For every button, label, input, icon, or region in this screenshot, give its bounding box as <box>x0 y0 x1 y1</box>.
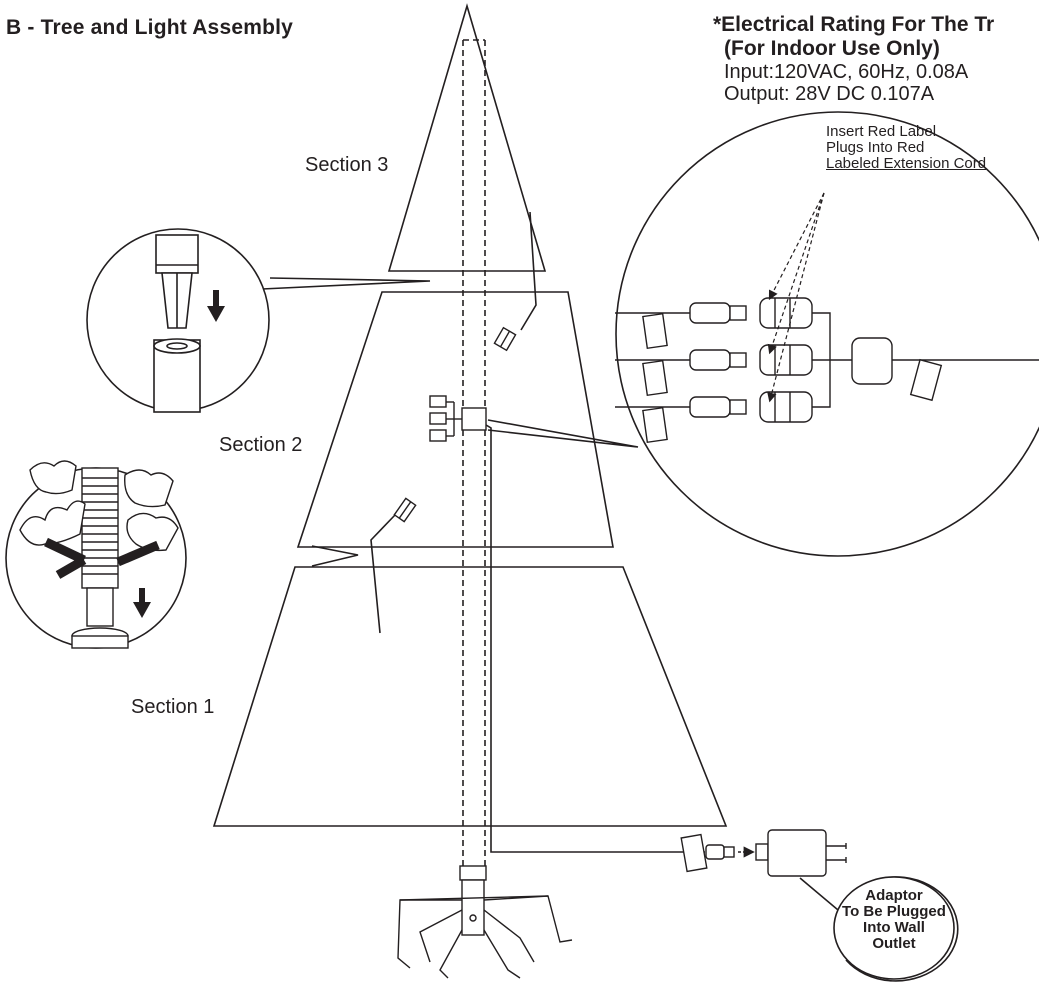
rating-output: Output: 28V DC 0.107A <box>724 83 935 105</box>
rating-heading: *Electrical Rating For The Tr <box>713 13 995 36</box>
diagram-title: B - Tree and Light Assembly <box>6 16 294 39</box>
leader-bottom <box>311 545 359 567</box>
leader-top <box>261 277 431 290</box>
rating-input: Input:120VAC, 60Hz, 0.08A <box>724 61 969 83</box>
section-1-plug <box>393 497 417 523</box>
arrow-down-icon <box>207 290 225 322</box>
adaptor-assembly <box>680 829 847 877</box>
section-1-wire <box>370 514 396 634</box>
section-3-outline <box>387 3 547 272</box>
detail-circle-plugs <box>615 111 1039 557</box>
plug-note-line-2: Plugs Into Red <box>826 139 925 156</box>
detail-circle-pole-insert <box>86 228 270 413</box>
section-1-outline <box>212 566 728 827</box>
adaptor-note-line-4: Outlet <box>872 935 916 952</box>
section-1-label: Section 1 <box>131 696 215 718</box>
leader-right <box>487 419 639 448</box>
rating-subheading: (For Indoor Use Only) <box>724 37 940 60</box>
plug-note-line-3: Labeled Extension Cord <box>826 155 987 172</box>
arrow-down-icon <box>133 588 151 618</box>
power-cord <box>485 424 705 853</box>
plug-note-line-1: Insert Red Label <box>826 123 937 140</box>
plug-row-1 <box>689 297 813 329</box>
section-2-label: Section 2 <box>219 434 303 456</box>
adaptor-note-line-3: Into Wall <box>863 919 925 936</box>
tree-stand <box>397 865 573 979</box>
plug-row-3 <box>689 391 813 423</box>
adaptor-note-line-1: Adaptor <box>865 887 923 904</box>
detail-circle-thread <box>5 460 187 649</box>
section-3-wire <box>520 211 537 331</box>
tri-connector <box>429 395 487 442</box>
adaptor-callout <box>799 876 959 982</box>
section-3-plug <box>493 326 517 352</box>
adaptor-note-line-2: To Be Plugged <box>842 903 946 920</box>
section-3-label: Section 3 <box>305 154 389 176</box>
